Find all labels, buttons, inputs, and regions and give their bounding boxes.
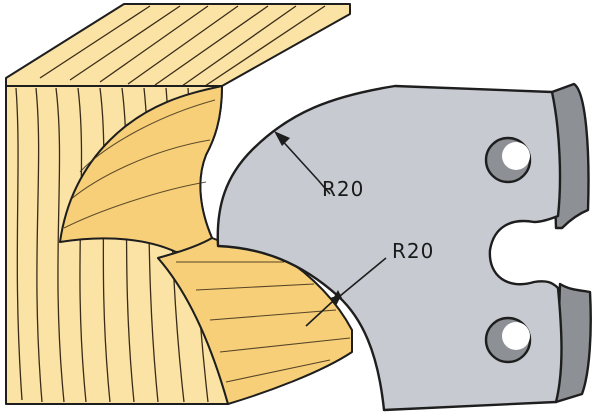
wood-cove-profile (59, 85, 223, 253)
cutter-blade (216, 82, 592, 412)
lower-radius-label: R20 (392, 239, 434, 263)
wood-top-grain (39, 5, 326, 87)
blade-side-edge-lower (554, 282, 592, 404)
upper-radius-label: R20 (322, 177, 364, 201)
blade-holes (484, 136, 532, 364)
wood-workpiece (5, 3, 353, 405)
wood-top-face (5, 3, 351, 87)
lower-hole-inner (502, 322, 530, 350)
upper-hole-inner (502, 142, 530, 170)
dimension-lower-radius: R20 (305, 239, 434, 327)
upper-radius-arrowhead (274, 131, 290, 146)
wood-cove-shading (63, 99, 216, 229)
blade-face (216, 84, 563, 412)
upper-radius-baseline (317, 179, 331, 195)
lower-radius-leader-lower (305, 301, 333, 327)
lower-radius-arrowhead-b (330, 290, 342, 304)
blade-side-edge (550, 82, 590, 230)
lower-radius-leader-upper (339, 257, 387, 297)
dimension-upper-radius: R20 (274, 131, 364, 201)
wood-moulding-stripes (176, 261, 351, 383)
